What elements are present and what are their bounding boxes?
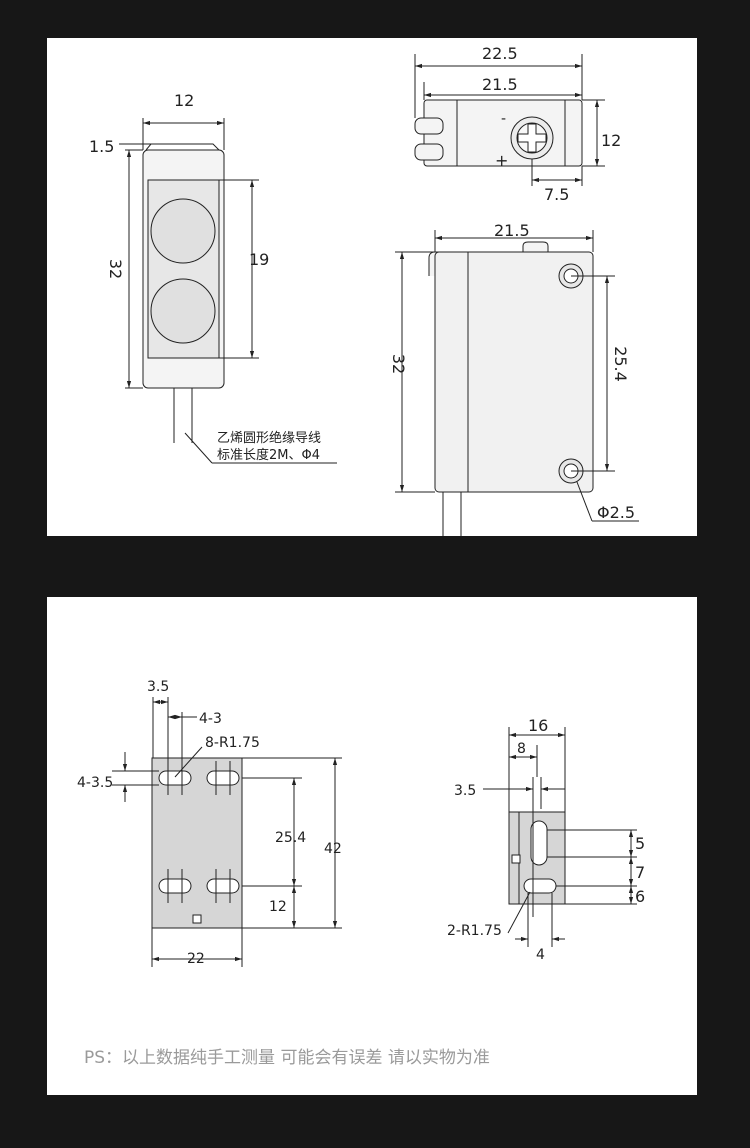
large-slot-width-label: 3.5: [147, 679, 169, 695]
small-half-width-label: 8: [517, 741, 526, 757]
small-dim-bottom-label: 6: [635, 887, 645, 906]
cable-note-line2: 标准长度2M、Φ4: [217, 447, 320, 463]
small-dim-mid-label: 7: [635, 863, 645, 882]
hole-spacing-label: 25.4: [611, 346, 630, 382]
large-slot-length-label: 4-3: [199, 711, 222, 727]
small-slot-offset-label: 4: [536, 947, 545, 963]
large-bottom-margin-label: 12: [269, 899, 287, 915]
hole-diameter-label: Φ2.5: [597, 503, 635, 522]
small-bracket-drawing: [483, 727, 637, 947]
plus-sign: +: [495, 151, 508, 170]
bracket-dimension-panel: 3.5 4-3 8-R1.75 4-3.5 25.4 42 12 22: [47, 597, 697, 1095]
pot-offset-label: 7.5: [544, 185, 569, 204]
cable-note-line1: 乙烯圆形绝缘导线: [217, 430, 321, 446]
minus-sign: -: [501, 111, 506, 127]
small-dim-top-label: 5: [635, 834, 645, 853]
front-width-label: 12: [174, 91, 194, 110]
top-view: [414, 54, 605, 186]
bracket-dimension-drawing: 3.5 4-3 8-R1.75 4-3.5 25.4 42 12 22: [77, 679, 645, 967]
measurement-disclaimer: PS：以上数据纯手工测量 可能会有误差 请以实物为准: [84, 1048, 490, 1068]
top-body-length-label: 21.5: [482, 75, 518, 94]
small-width-label: 16: [528, 716, 548, 735]
large-bracket-drawing: [112, 697, 342, 967]
front-height-label: 32: [106, 259, 125, 279]
large-slot-spacing-label: 25.4: [275, 830, 306, 846]
large-total-height-label: 42: [324, 841, 342, 857]
lens-height-label: 19: [249, 250, 269, 269]
large-slot-height-label: 4-3.5: [77, 775, 113, 791]
side-length-label: 21.5: [494, 221, 530, 240]
front-view: [119, 118, 337, 464]
top-depth-label: 12: [601, 131, 621, 150]
small-slot-radius-label: 2-R1.75: [447, 923, 502, 939]
side-view: [395, 230, 639, 536]
top-overall-length-label: 22.5: [482, 44, 518, 63]
small-slot-width-label: 3.5: [454, 783, 476, 799]
side-height-label: 32: [389, 354, 408, 374]
sensor-dimension-panel: 12 1.5 32 19 乙烯圆形绝缘导线 标准长度2M、Φ4 22.5 21.…: [47, 38, 697, 536]
large-slot-radius-label: 8-R1.75: [205, 735, 260, 751]
front-lip-label: 1.5: [89, 137, 114, 156]
large-width-label: 22: [187, 951, 205, 967]
sensor-dimension-drawing: 12 1.5 32 19 乙烯圆形绝缘导线 标准长度2M、Φ4 22.5 21.…: [89, 44, 639, 536]
